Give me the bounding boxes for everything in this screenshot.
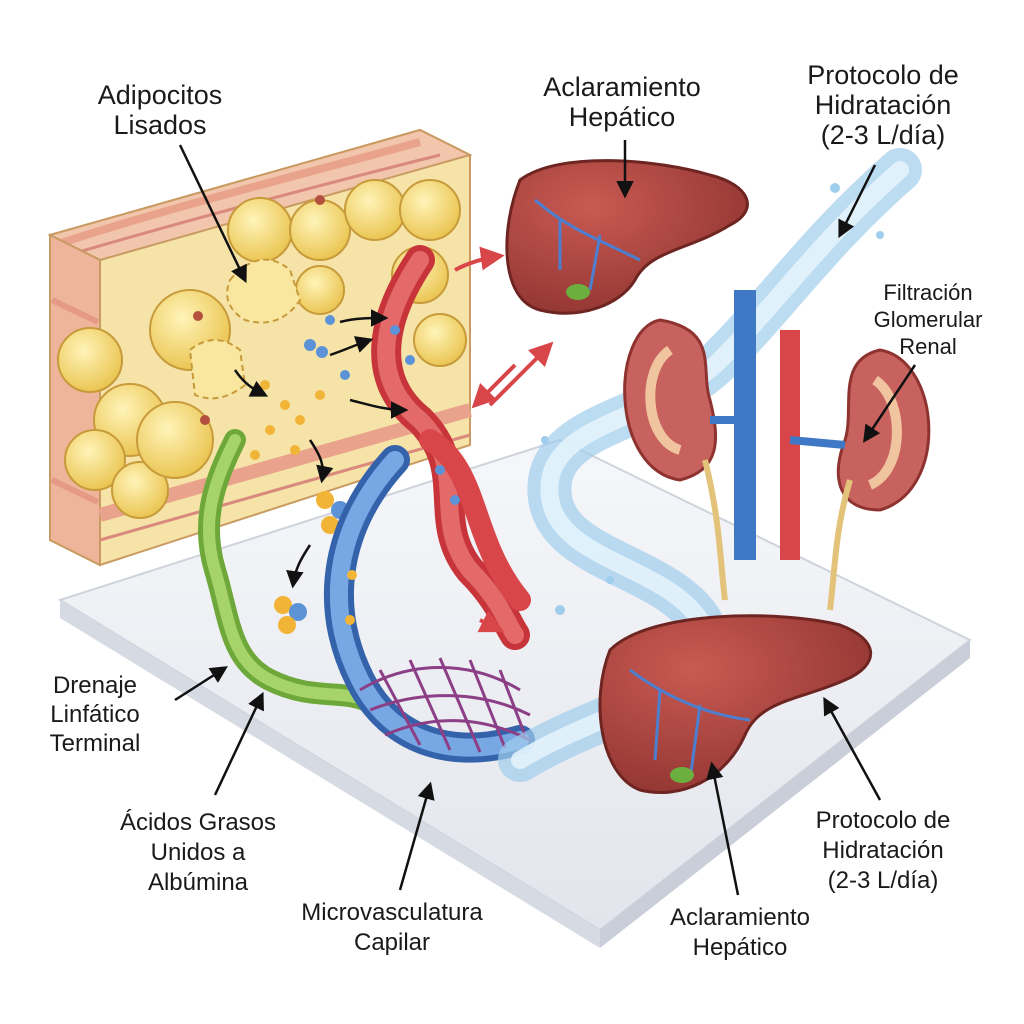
- label-line: Hepático: [693, 934, 788, 961]
- kidneys: [623, 290, 931, 611]
- fat-cells: [57, 179, 467, 519]
- label-line: Albúmina: [148, 869, 249, 896]
- lymph-vessel: [197, 429, 376, 711]
- label-filtracion-glomerular: Filtración Glomerular Renal: [874, 280, 983, 359]
- label-line: Protocolo de: [807, 60, 959, 90]
- label-hidratacion-bottom: Protocolo de Hidratación (2-3 L/día): [816, 807, 951, 894]
- label-adipocitos-lisados: Adipocitos Lisados: [98, 80, 223, 140]
- liver-top: [505, 159, 749, 315]
- label-hidratacion-top: Protocolo de Hidratación (2-3 L/día): [807, 60, 959, 150]
- label-line: Protocolo de: [816, 807, 951, 834]
- label-line: Terminal: [50, 730, 141, 757]
- label-line: Hidratación: [822, 837, 943, 864]
- label-aclaramiento-top: Aclaramiento Hepático: [543, 72, 701, 132]
- label-line: Filtración: [883, 280, 972, 305]
- released-fatty-acid-particles: [250, 315, 350, 634]
- liver-bottom: [598, 614, 873, 795]
- label-line: Hidratación: [815, 90, 952, 120]
- label-drenaje-linfatico: Drenaje Linfático Terminal: [50, 672, 141, 757]
- label-line: Lisados: [113, 110, 206, 140]
- label-line: Drenaje: [53, 672, 137, 699]
- label-line: Aclaramiento: [543, 72, 701, 102]
- internal-flow-arrows: [233, 309, 409, 589]
- base-platform: [57, 438, 972, 948]
- label-line: Aclaramiento: [670, 904, 810, 931]
- label-microvasculatura: Microvasculatura Capilar: [301, 899, 483, 956]
- label-line: Adipocitos: [98, 80, 223, 110]
- blood-vessels: [323, 245, 535, 763]
- label-line: Ácidos Grasos: [120, 809, 276, 836]
- label-acidos-grasos: Ácidos Grasos Unidos a Albúmina: [120, 809, 276, 896]
- label-line: Microvasculatura: [301, 899, 483, 926]
- label-line: (2-3 L/día): [828, 867, 939, 894]
- label-line: Linfático: [50, 701, 139, 728]
- label-line: (2-3 L/día): [821, 120, 946, 150]
- label-aclaramiento-bottom: Aclaramiento Hepático: [670, 904, 810, 961]
- label-line: Hepático: [569, 102, 676, 132]
- capillary-network: [359, 657, 531, 753]
- label-line: Renal: [899, 334, 956, 359]
- label-line: Glomerular: [874, 307, 983, 332]
- flow-arrows: [454, 246, 554, 633]
- label-line: Capilar: [354, 929, 430, 956]
- label-line: Unidos a: [151, 839, 246, 866]
- label-pointer-arrows: [174, 140, 917, 896]
